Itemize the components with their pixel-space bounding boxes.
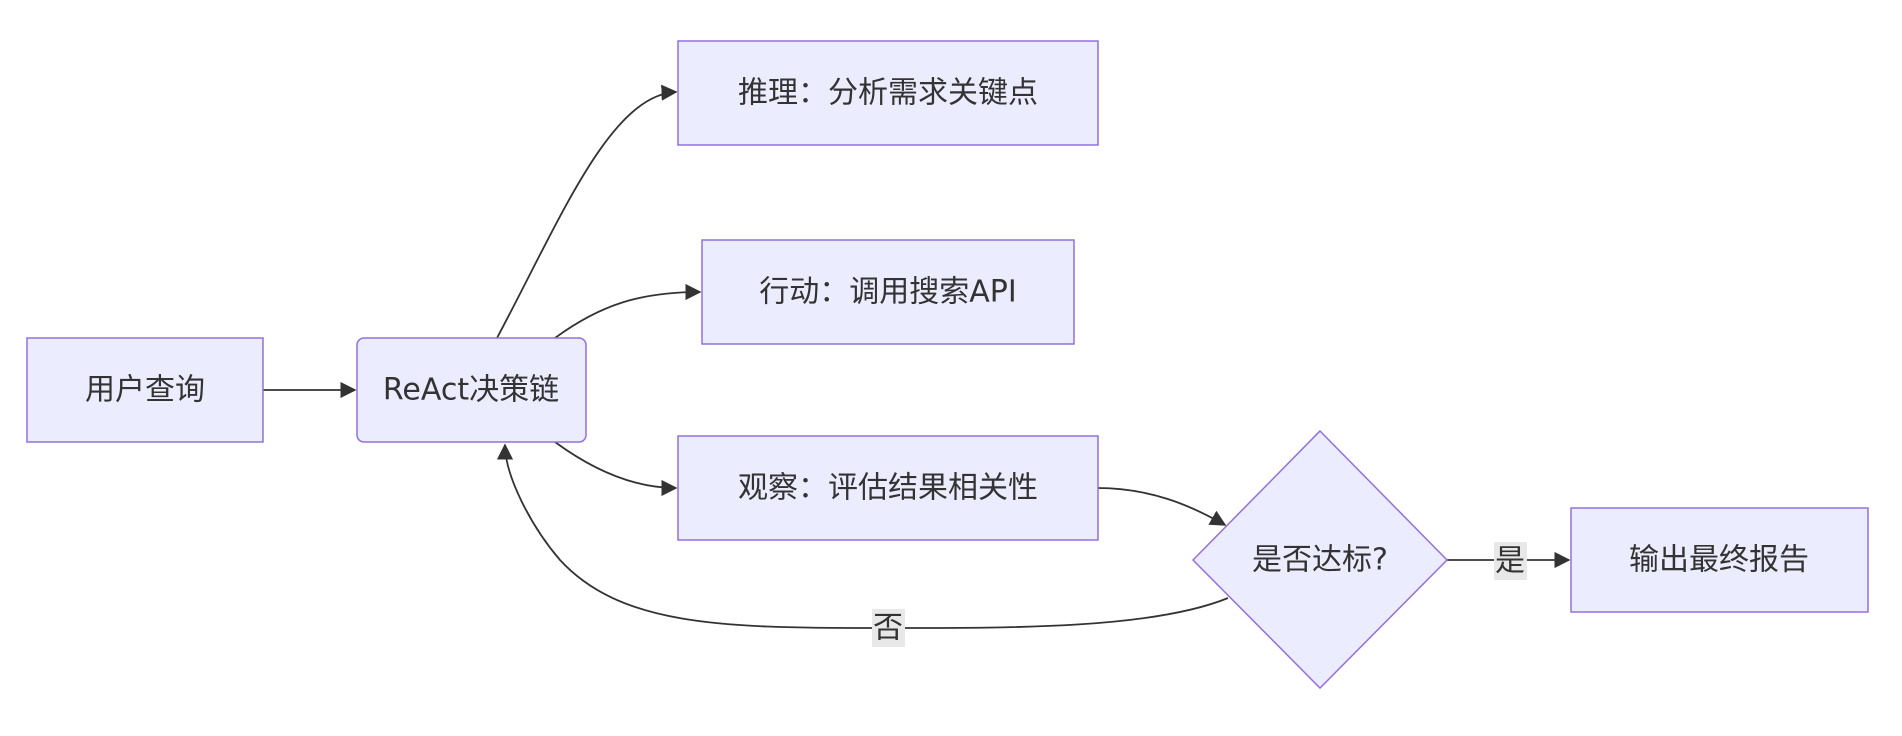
node-check-label: 是否达标? xyxy=(1252,543,1388,578)
edge-react-to-reasoning xyxy=(496,84,678,339)
node-output[interactable]: 输出最终报告 xyxy=(1570,507,1869,613)
edge-label-yes: 是 xyxy=(1494,542,1527,580)
node-react-chain-label: ReAct决策链 xyxy=(383,373,559,408)
edge-observation-to-check xyxy=(1096,487,1227,526)
node-react-chain[interactable]: ReAct决策链 xyxy=(356,337,587,443)
node-observation[interactable]: 观察：评估结果相关性 xyxy=(677,435,1099,541)
edge-check-to-react-no xyxy=(496,443,1229,629)
node-output-label: 输出最终报告 xyxy=(1629,543,1809,578)
node-reasoning-label: 推理：分析需求关键点 xyxy=(738,76,1038,111)
node-observation-label: 观察：评估结果相关性 xyxy=(738,471,1038,506)
edge-react-to-observation xyxy=(554,441,678,497)
edge-label-no: 否 xyxy=(872,609,905,647)
edge-react-to-action xyxy=(554,283,702,339)
edge-label-no-text: 否 xyxy=(873,611,903,646)
node-action-label: 行动：调用搜索API xyxy=(759,275,1016,310)
edge-label-yes-text: 是 xyxy=(1495,544,1525,579)
node-reasoning[interactable]: 推理：分析需求关键点 xyxy=(677,40,1099,146)
node-action[interactable]: 行动：调用搜索API xyxy=(701,239,1075,345)
node-check-decision[interactable]: 是否达标? xyxy=(1191,429,1449,690)
node-user-query-label: 用户查询 xyxy=(85,373,205,408)
node-user-query[interactable]: 用户查询 xyxy=(26,337,264,443)
